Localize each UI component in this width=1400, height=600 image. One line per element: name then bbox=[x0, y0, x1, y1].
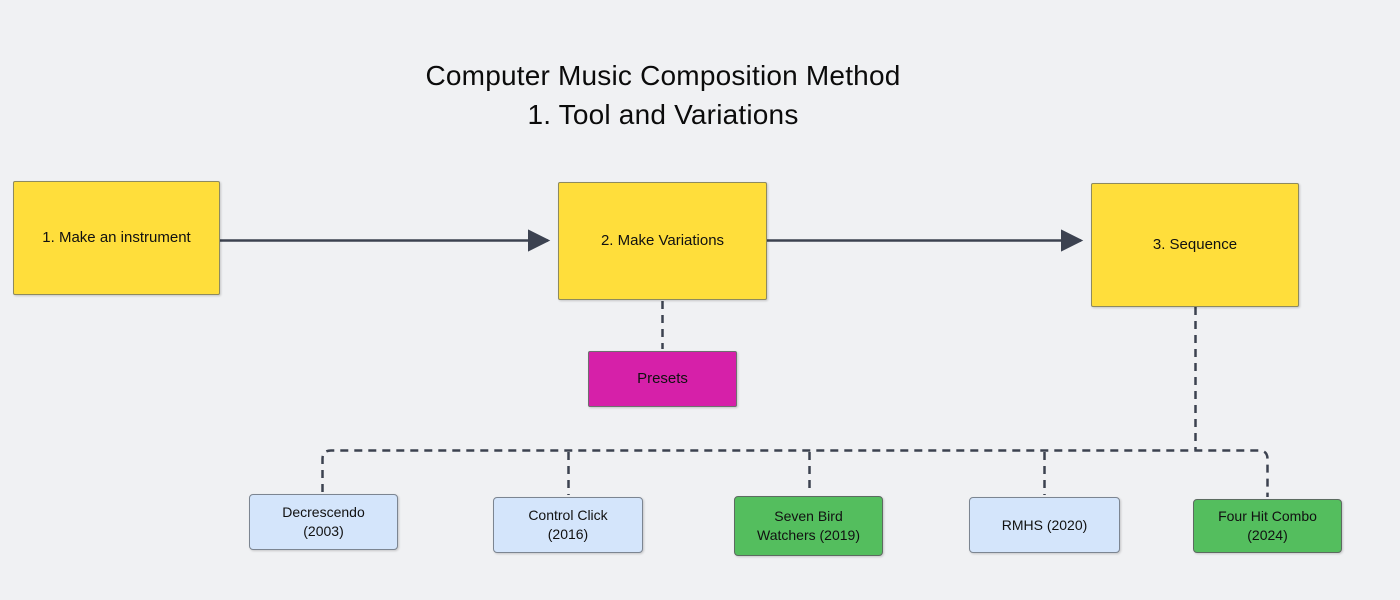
node-four-hit-combo-2024[interactable]: Four Hit Combo (2024) bbox=[1193, 499, 1342, 553]
node-decrescendo-2003-label: Decrescendo (2003) bbox=[282, 504, 365, 539]
node-sequence-label: 3. Sequence bbox=[1152, 236, 1238, 253]
node-presets[interactable]: Presets bbox=[588, 351, 737, 407]
node-sequence[interactable]: 3. Sequence bbox=[1091, 183, 1299, 307]
connector-tree-rail[interactable] bbox=[321, 449, 1269, 498]
node-make-instrument[interactable]: 1. Make an instrument bbox=[13, 181, 220, 295]
node-rmhs-2020[interactable]: RMHS (2020) bbox=[969, 497, 1120, 553]
diagram-title-line2: 1. Tool and Variations bbox=[527, 99, 799, 130]
node-control-click-2016[interactable]: Control Click (2016) bbox=[493, 497, 643, 553]
node-four-hit-combo-2024-label: Four Hit Combo (2024) bbox=[1218, 508, 1317, 543]
node-seven-bird-watchers-2019[interactable]: Seven Bird Watchers (2019) bbox=[734, 496, 883, 556]
node-make-variations-label: 2. Make Variations bbox=[600, 232, 725, 249]
diagram-title-line1: Computer Music Composition Method bbox=[425, 60, 901, 91]
node-rmhs-2020-label: RMHS (2020) bbox=[1001, 516, 1088, 533]
node-decrescendo-2003[interactable]: Decrescendo (2003) bbox=[249, 494, 398, 550]
diagram-title: Computer Music Composition Method 1. Too… bbox=[0, 56, 1326, 134]
node-seven-bird-watchers-2019-label: Seven Bird Watchers (2019) bbox=[757, 508, 860, 543]
node-make-instrument-label: 1. Make an instrument bbox=[42, 229, 191, 246]
node-control-click-2016-label: Control Click (2016) bbox=[528, 507, 608, 542]
node-presets-label: Presets bbox=[637, 370, 688, 387]
node-make-variations[interactable]: 2. Make Variations bbox=[558, 182, 767, 300]
